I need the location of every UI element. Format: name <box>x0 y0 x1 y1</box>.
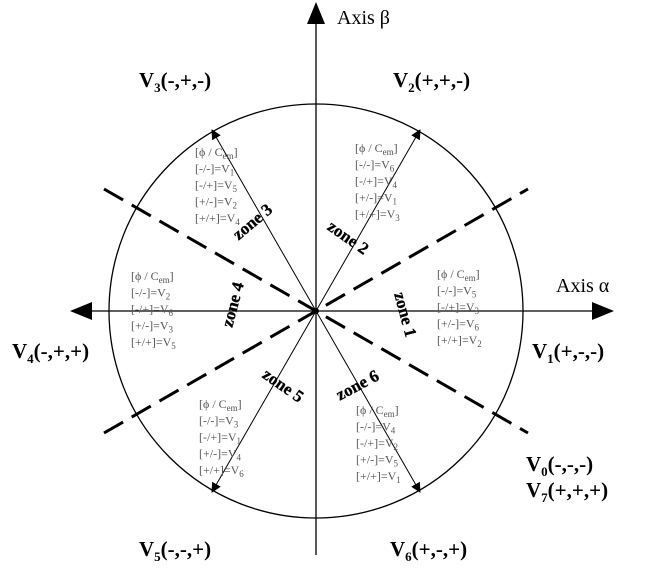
zone-2-label: zone 2 <box>324 217 372 259</box>
vector-v7-label: V7(+,+,+) <box>526 478 608 505</box>
zone-6-label: zone 6 <box>333 366 382 404</box>
vector-v2-label: V2(+,+,-) <box>393 68 470 95</box>
table-row: [-/-]=V4 <box>356 420 396 436</box>
switching-table-zone-1: [ϕ / Cem][-/-]=V5[-/+]=V3[+/-]=V6[+/+]=V… <box>437 267 482 349</box>
table-row: [+/+]=V2 <box>437 333 482 349</box>
vector-v5-arrow <box>211 310 317 493</box>
table-header: [ϕ / Cem] <box>356 403 399 419</box>
table-row: [+/-]=V3 <box>131 319 174 335</box>
table-header: [ϕ / Cem] <box>199 397 242 413</box>
table-row: [+/+]=V4 <box>195 211 240 227</box>
table-row: [+/+]=V3 <box>355 207 400 223</box>
table-row: [-/+]=V6 <box>131 302 174 318</box>
table-row: [+/+]=V1 <box>356 469 401 485</box>
zone-4-label: zone 4 <box>218 280 248 330</box>
table-row: [-/-]=V2 <box>131 286 170 302</box>
table-header: [ϕ / Cem] <box>131 269 174 285</box>
table-row: [-/-]=V6 <box>355 158 395 174</box>
vector-v0-label: V0(-,-,-) <box>526 452 593 479</box>
table-row: [-/+]=V1 <box>199 430 241 446</box>
vector-v2-arrow <box>315 129 421 312</box>
switching-table-zone-6: [ϕ / Cem][-/-]=V4[-/+]=V2[+/-]=V5[+/+]=V… <box>356 403 401 485</box>
table-row: [+/-]=V6 <box>437 317 480 333</box>
table-row: [+/-]=V2 <box>195 195 237 211</box>
vector-v6-label: V6(+,-,+) <box>390 537 467 564</box>
table-row: [-/+]=V4 <box>355 174 398 190</box>
switching-table-zone-5: [ϕ / Cem][-/-]=V3[-/+]=V1[+/-]=V4[+/+]=V… <box>199 397 244 479</box>
axis-beta-label: Axis β <box>337 7 390 29</box>
vector-v3-label: V3(-,+,-) <box>139 68 211 95</box>
zone-1-label: zone 1 <box>390 290 420 339</box>
zone-5-label: zone 5 <box>259 365 307 407</box>
table-row: [-/+]=V3 <box>437 300 480 316</box>
table-row: [+/+]=V5 <box>131 335 176 351</box>
table-row: [-/-]=V5 <box>437 284 477 300</box>
vector-v4-label: V4(-,+,+) <box>12 339 89 366</box>
table-row: [-/-]=V3 <box>199 414 239 430</box>
origin-point <box>313 308 319 314</box>
vector-v5-label: V5(-,-,+) <box>139 537 211 564</box>
table-row: [+/-]=V5 <box>356 453 399 469</box>
table-row: [-/-]=V1 <box>195 162 234 178</box>
table-row: [+/-]=V1 <box>355 191 397 207</box>
table-row: [-/+]=V5 <box>195 178 238 194</box>
table-header: [ϕ / Cem] <box>437 267 480 283</box>
table-header: [ϕ / Cem] <box>355 141 398 157</box>
vector-v1-label: V1(+,-,-) <box>532 339 604 366</box>
vector-v6-arrow <box>315 310 421 493</box>
switching-table-zone-3: [ϕ / Cem][-/-]=V1[-/+]=V5[+/-]=V2[+/+]=V… <box>195 145 240 227</box>
table-header: [ϕ / Cem] <box>195 145 238 161</box>
vector-v3-arrow <box>211 129 317 312</box>
table-row: [-/+]=V2 <box>356 436 398 452</box>
table-row: [+/-]=V4 <box>199 447 242 463</box>
switching-table-zone-4: [ϕ / Cem][-/-]=V2[-/+]=V6[+/-]=V3[+/+]=V… <box>131 269 176 351</box>
switching-table-zone-2: [ϕ / Cem][-/-]=V6[-/+]=V4[+/-]=V1[+/+]=V… <box>355 141 400 223</box>
axis-alpha-label: Axis α <box>556 275 610 297</box>
table-row: [+/+]=V6 <box>199 463 244 479</box>
